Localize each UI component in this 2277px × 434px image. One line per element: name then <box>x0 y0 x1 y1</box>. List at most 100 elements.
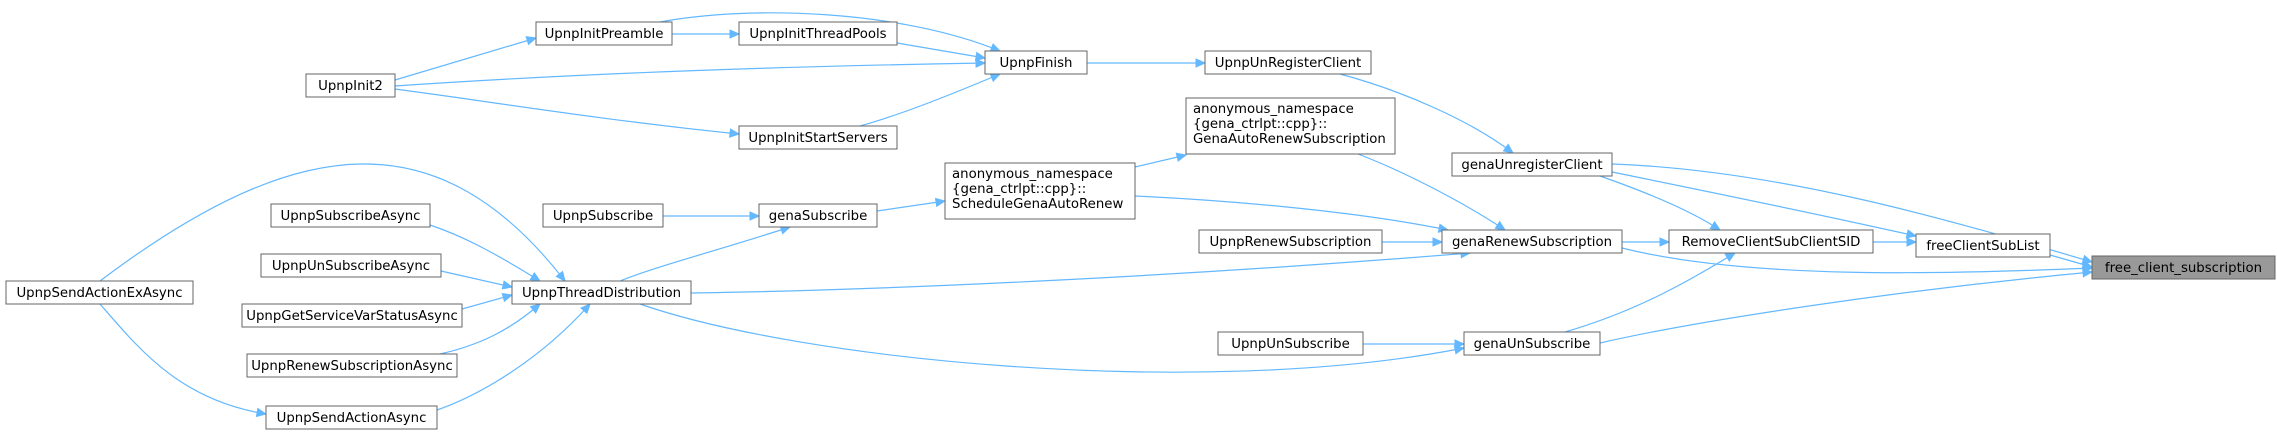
node-genaUnSubscribe[interactable]: genaUnSubscribe <box>1463 331 1601 356</box>
node-UpnpUnSubscribeAsync[interactable]: UpnpUnSubscribeAsync <box>260 253 442 278</box>
arrow-head-icon <box>255 407 268 418</box>
edge-free_client_subscription-to-genaUnSubscribe <box>1599 268 2094 344</box>
node-label: UpnpGetServiceVarStatusAsync <box>246 309 458 324</box>
node-label-line: anonymous_namespace <box>1193 102 1354 117</box>
arrow-head-icon <box>529 271 542 282</box>
edge-line <box>896 42 986 59</box>
node-UpnpFinish[interactable]: UpnpFinish <box>984 50 1088 75</box>
node-box <box>738 21 898 46</box>
edge-UpnpInitStartServers-to-UpnpInit2 <box>394 88 741 138</box>
node-UpnpRenewSubscriptionAsync[interactable]: UpnpRenewSubscriptionAsync <box>246 353 458 378</box>
edge-UpnpThreadDistribution-to-UpnpGetServiceVarStatusAsync <box>461 292 514 310</box>
node-box <box>265 405 438 430</box>
arrow-head-icon <box>989 73 1002 83</box>
node-UpnpGetServiceVarStatusAsync[interactable]: UpnpGetServiceVarStatusAsync <box>241 303 463 328</box>
arrow-head-icon <box>934 197 947 208</box>
arrow-head-icon <box>501 280 514 290</box>
edge-line <box>1599 175 1721 231</box>
node-UpnpUnRegisterClient[interactable]: UpnpUnRegisterClient <box>1204 50 1372 75</box>
node-genaSubscribe[interactable]: genaSubscribe <box>758 203 878 228</box>
arrow-head-icon <box>1659 237 1671 247</box>
edge-UpnpUnRegisterClient-to-UpnpFinish <box>1087 58 1207 68</box>
edge-genaUnregisterClient-to-UpnpUnRegisterClient <box>1339 73 1514 154</box>
arrow-head-icon <box>974 51 987 62</box>
arrow-head-icon <box>555 270 566 282</box>
node-label: genaRenewSubscription <box>1452 235 1612 250</box>
node-label-line: GenaAutoRenewSubscription <box>1193 132 1386 147</box>
node-label: UpnpSubscribeAsync <box>280 209 420 224</box>
node-box <box>1668 229 1874 254</box>
node-ScheduleGenaAutoRenew[interactable]: anonymous_namespace{gena_ctrlpt::cpp}::S… <box>944 162 1136 220</box>
arrow-head-icon <box>729 128 741 138</box>
edge-UpnpInitPreamble-to-UpnpInit2 <box>394 36 538 81</box>
node-box <box>944 162 1136 220</box>
arrow-head-icon <box>1906 237 1918 247</box>
node-box <box>5 280 194 305</box>
node-UpnpInitThreadPools[interactable]: UpnpInitThreadPools <box>738 21 898 46</box>
node-RemoveClientSubClientSID[interactable]: RemoveClientSubClientSID <box>1668 229 1874 254</box>
node-label-line: anonymous_namespace <box>952 167 1113 182</box>
arrow-head-icon <box>1195 58 1207 68</box>
edge-UpnpThreadDistribution-to-UpnpSendActionAsync <box>436 303 591 411</box>
arrow-head-icon <box>2082 268 2094 278</box>
node-label: freeClientSubList <box>1926 239 2039 254</box>
node-label-line: {gena_ctrlpt::cpp}:: <box>952 182 1086 197</box>
node-box <box>241 303 463 328</box>
arrow-head-icon <box>1494 220 1507 231</box>
node-UpnpSendActionExAsync[interactable]: UpnpSendActionExAsync <box>5 280 194 305</box>
edge-line <box>690 252 1471 294</box>
edge-line <box>619 226 791 282</box>
node-label: RemoveClientSubClientSID <box>1682 235 1861 250</box>
node-UpnpUnSubscribe[interactable]: UpnpUnSubscribe <box>1217 331 1364 356</box>
node-box <box>1463 331 1601 356</box>
node-label: UpnpThreadDistribution <box>522 286 681 301</box>
edge-line <box>429 224 541 282</box>
node-UpnpInitPreamble[interactable]: UpnpInitPreamble <box>535 21 673 46</box>
node-box <box>738 125 898 150</box>
edge-layer <box>99 12 2094 418</box>
node-UpnpRenewSubscription[interactable]: UpnpRenewSubscription <box>1198 229 1383 254</box>
node-UpnpSendActionAsync[interactable]: UpnpSendActionAsync <box>265 405 438 430</box>
edge-genaUnSubscribe-to-UpnpThreadDistribution <box>639 303 1466 373</box>
edge-RemoveClientSubClientSID-to-genaUnSubscribe <box>1564 252 1737 333</box>
node-label: UpnpSubscribe <box>553 209 653 224</box>
arrow-head-icon <box>1724 252 1737 263</box>
node-freeClientSubList[interactable]: freeClientSubList <box>1915 233 2051 258</box>
edge-line <box>1134 195 1449 231</box>
node-UpnpThreadDistribution[interactable]: UpnpThreadDistribution <box>511 280 692 305</box>
node-label: UpnpInitThreadPools <box>749 27 886 42</box>
node-label: genaUnSubscribe <box>1474 337 1591 352</box>
node-genaRenewSubscription[interactable]: genaRenewSubscription <box>1441 229 1623 254</box>
edge-line <box>1339 73 1514 154</box>
node-box <box>1451 152 1613 177</box>
edge-line <box>440 270 513 288</box>
node-free_client_subscription[interactable]: free_client_subscription <box>2091 255 2276 280</box>
edge-genaRenewSubscription-to-UpnpThreadDistribution <box>690 248 1472 294</box>
edge-genaUnSubscribe-to-UpnpUnSubscribe <box>1363 339 1466 349</box>
node-box <box>511 280 692 305</box>
arrow-head-icon <box>1432 237 1444 247</box>
node-UpnpInit2[interactable]: UpnpInit2 <box>305 73 396 98</box>
edge-UpnpThreadDistribution-to-UpnpSendActionExAsync <box>99 163 566 282</box>
node-box <box>542 203 664 228</box>
node-box <box>270 203 431 228</box>
edge-freeClientSubList-to-genaUnregisterClient <box>1611 171 1918 239</box>
edge-UpnpThreadDistribution-to-UpnpUnSubscribeAsync <box>440 270 514 290</box>
edge-genaSubscribe-to-UpnpThreadDistribution <box>619 225 792 282</box>
edge-UpnpFinish-to-UpnpInit2 <box>394 58 987 87</box>
edge-line <box>394 37 537 81</box>
node-genaUnregisterClient[interactable]: genaUnregisterClient <box>1451 152 1613 177</box>
edge-line <box>859 73 1001 127</box>
edge-line <box>99 303 267 415</box>
edge-genaSubscribe-to-UpnpSubscribe <box>663 211 761 221</box>
node-UpnpSubscribe[interactable]: UpnpSubscribe <box>542 203 664 228</box>
edge-RemoveClientSubClientSID-to-genaRenewSubscription <box>1622 237 1671 247</box>
arrow-head-icon <box>1175 152 1188 162</box>
node-GenaAutoRenewSubscription[interactable]: anonymous_namespace{gena_ctrlpt::cpp}::G… <box>1185 97 1396 155</box>
node-label: free_client_subscription <box>2105 261 2262 276</box>
edge-freeClientSubList-to-RemoveClientSubClientSID <box>1873 237 1918 247</box>
node-label: UpnpFinish <box>1000 56 1073 71</box>
node-UpnpInitStartServers[interactable]: UpnpInitStartServers <box>738 125 898 150</box>
node-UpnpSubscribeAsync[interactable]: UpnpSubscribeAsync <box>270 203 431 228</box>
node-box <box>1185 97 1396 155</box>
